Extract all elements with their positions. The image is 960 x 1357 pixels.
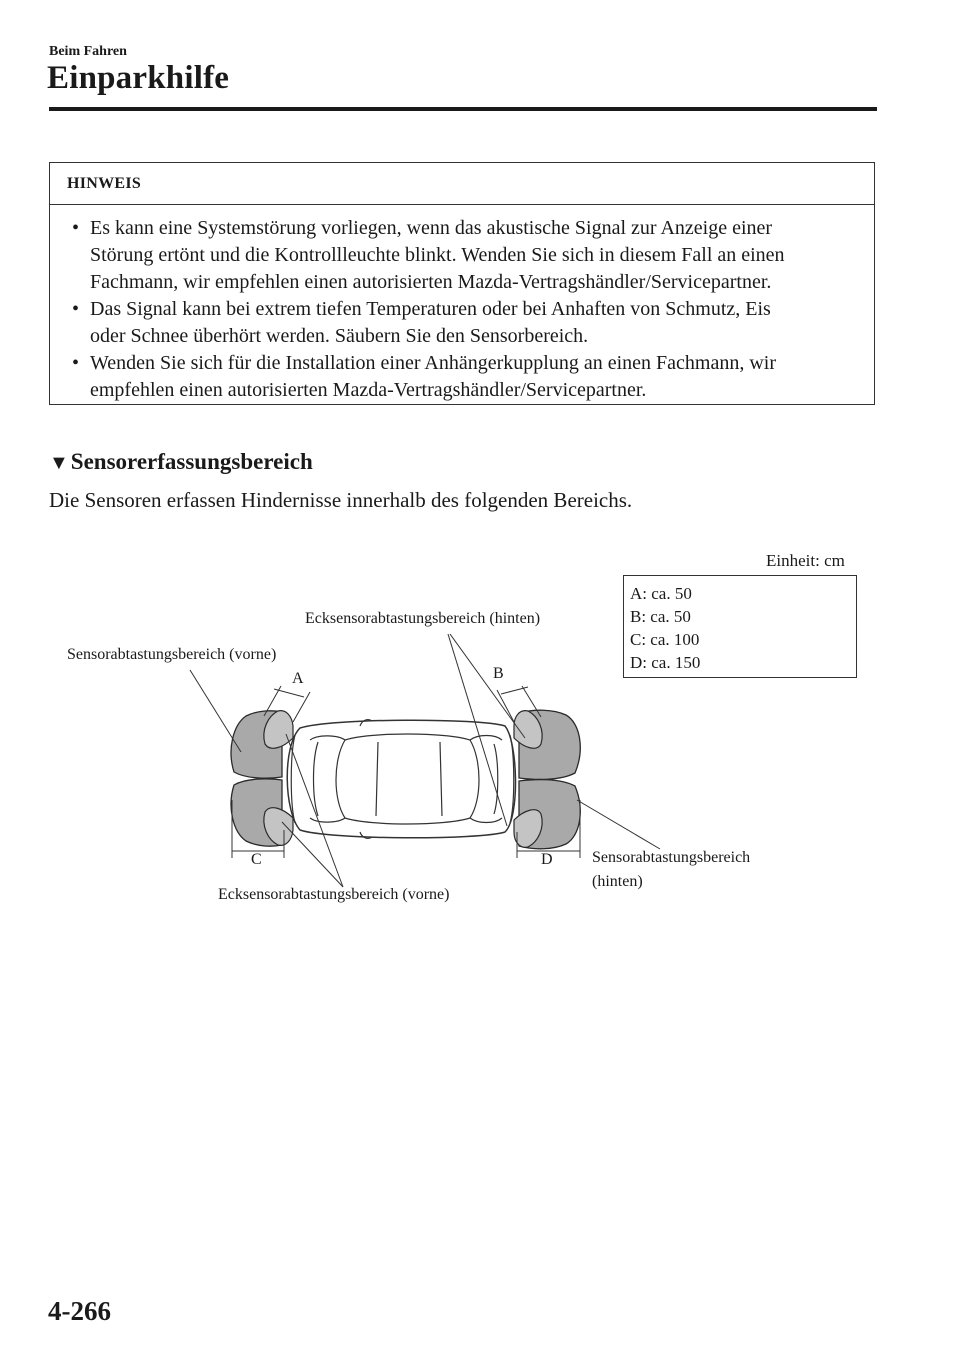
page-number: 4-266 bbox=[48, 1296, 111, 1326]
label-dimension-b: B bbox=[493, 665, 504, 682]
note-line: Das Signal kann bei extrem tiefen Temper… bbox=[90, 298, 771, 320]
legend-item-b: B: ca. 50 bbox=[630, 607, 691, 626]
section-intro: Die Sensoren erfassen Hindernisse innerh… bbox=[49, 488, 633, 512]
legend-item-d: D: ca. 150 bbox=[630, 653, 701, 672]
note-item: • Das Signal kann bei extrem tiefen Temp… bbox=[50, 296, 874, 350]
note-item: • Wenden Sie sich für die Installation e… bbox=[50, 350, 874, 404]
triangle-down-icon: ▼ bbox=[49, 452, 69, 474]
label-rear-corner-zone: Ecksensorabtastungsbereich (hinten) bbox=[305, 610, 541, 627]
bullet: • bbox=[72, 217, 80, 239]
legend-item-a: A: ca. 50 bbox=[630, 584, 692, 603]
label-front-sensor-zone: Sensorabtastungsbereich (vorne) bbox=[67, 646, 277, 663]
legend-item-c: C: ca. 100 bbox=[630, 630, 700, 649]
note-line: oder Schnee überhört werden. Säubern Sie… bbox=[90, 325, 589, 347]
section-title: Sensorerfassungsbereich bbox=[70, 449, 313, 474]
note-line: Störung ertönt und die Kontrollleuchte b… bbox=[90, 244, 785, 266]
front-corner-zone-lower bbox=[263, 807, 294, 846]
note-heading: HINWEIS bbox=[50, 163, 874, 205]
section-heading: ▼Sensorerfassungsbereich bbox=[49, 449, 313, 475]
unit-label: Einheit: cm bbox=[766, 551, 845, 570]
title-rule bbox=[49, 107, 877, 111]
note-line: Fachmann, wir empfehlen einen autorisier… bbox=[90, 271, 772, 293]
label-dimension-c: C bbox=[251, 851, 262, 868]
rear-corner-zone-upper bbox=[513, 710, 543, 749]
label-front-corner-zone: Ecksensorabtastungsbereich (vorne) bbox=[218, 886, 450, 903]
leader-lines bbox=[189, 633, 661, 888]
note-box: HINWEIS • Es kann eine Systemstörung vor… bbox=[49, 162, 875, 405]
page-title: Einparkhilfe bbox=[47, 60, 230, 96]
front-corner-zone-upper bbox=[263, 710, 294, 749]
note-list: • Es kann eine Systemstörung vorliegen, … bbox=[50, 205, 874, 404]
note-line: Wenden Sie sich für die Installation ein… bbox=[90, 352, 776, 374]
car-illustration bbox=[286, 719, 517, 839]
label-rear-sensor-zone-line2: (hinten) bbox=[592, 873, 643, 890]
note-item: • Es kann eine Systemstörung vorliegen, … bbox=[50, 215, 874, 296]
bullet: • bbox=[72, 352, 80, 374]
label-dimension-a: A bbox=[292, 670, 304, 687]
dimension-legend: A: ca. 50 B: ca. 50 C: ca. 100 D: ca. 15… bbox=[623, 575, 857, 678]
note-line: Es kann eine Systemstörung vorliegen, we… bbox=[90, 217, 773, 239]
label-rear-sensor-zone-line1: Sensorabtastungsbereich bbox=[592, 849, 751, 866]
label-dimension-d: D bbox=[541, 851, 553, 868]
note-line: empfehlen einen autorisierten Mazda-Vert… bbox=[90, 379, 647, 401]
chapter-label: Beim Fahren bbox=[49, 44, 127, 59]
bullet: • bbox=[72, 298, 80, 320]
